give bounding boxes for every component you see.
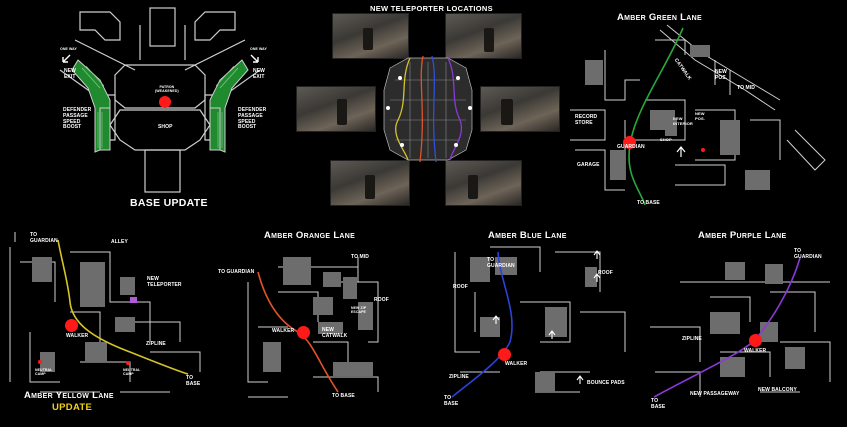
to-mid-label: TO MID	[737, 85, 756, 91]
patron-marker	[159, 96, 171, 108]
to-guardian-label: TO GUARDIAN	[487, 257, 515, 269]
new-pos-label: NEW POS.	[715, 69, 728, 81]
base-update-title: BASE UPDATE	[130, 197, 208, 209]
walker-marker	[297, 326, 310, 339]
new-zip-escape-label: NEW ZIP ESCAPE	[351, 306, 367, 315]
to-guardian-label: TO GUARDIAN	[30, 232, 58, 244]
purple-lane-title: Amber Purple Lane	[698, 230, 787, 241]
zipline-label: ZIPLINE	[682, 336, 702, 342]
walker-label: WALKER	[505, 361, 528, 367]
roof-label-right: ROOF	[598, 270, 613, 276]
neutral-camp-label-left: NEUTRAL CAMP	[35, 368, 53, 377]
orange-lane-panel: Amber Orange Lane TO MID TO GUARDIAN ROO…	[218, 222, 440, 427]
teleporter-screenshot	[332, 13, 409, 59]
teleporter-screenshot	[445, 160, 522, 206]
guardian-label: GUARDIAN	[617, 144, 645, 150]
yellow-lane-panel: TO GUARDIAN ALLEY NEW TELEPORTER WALKER …	[0, 222, 215, 427]
walker-marker	[498, 348, 511, 361]
green-lane-panel: Amber Green Lane	[565, 0, 847, 215]
record-store-label: RECORD STORE	[575, 114, 598, 126]
orange-lane-map	[247, 257, 379, 398]
yellow-lane-update: UPDATE	[52, 402, 93, 413]
base-update-panel: ONE WAY ONE WAY NEW EXIT NEW EXIT DEFEND…	[0, 0, 285, 215]
teleporter-title: NEW TELEPORTER LOCATIONS	[370, 4, 493, 13]
teleporter-panel: NEW TELEPORTER LOCATIONS	[290, 0, 562, 215]
zipline-label: ZIPLINE	[146, 341, 166, 347]
purple-lane-map	[650, 257, 831, 398]
teleporter-screenshot	[480, 86, 560, 132]
blue-lane-panel: Amber Blue Lane TO GU	[440, 222, 635, 427]
shop-label: SHOP	[158, 124, 173, 130]
walker-label: WALKER	[272, 328, 295, 334]
new-exit-label-left: NEW EXIT	[64, 68, 76, 80]
new-teleporter-label: NEW TELEPORTER	[147, 276, 182, 288]
yellow-lane-title: Amber Yellow Lane	[24, 390, 114, 401]
garage-label: GARAGE	[577, 162, 600, 168]
teleporter-screenshot	[296, 86, 376, 132]
yellow-lane-map	[9, 232, 201, 393]
to-base-label: TO BASE	[651, 398, 666, 410]
new-passageway-label: NEW PASSAGEWAY	[690, 391, 740, 397]
blue-lane-map	[451, 246, 626, 398]
to-base-label: TO BASE	[637, 200, 660, 206]
to-base-label: TO BASE	[186, 375, 201, 387]
green-lane-title: Amber Green Lane	[617, 12, 702, 23]
new-pos-label-2: NEW POS.	[695, 111, 705, 121]
to-base-label: TO BASE	[444, 395, 459, 407]
orange-lane-title: Amber Orange Lane	[264, 230, 356, 241]
new-interior-label: NEW INTERIOR	[673, 116, 693, 126]
patron-label: PATRON (WEAKENED)	[155, 85, 179, 94]
purple-lane-panel: Amber Purple Lane TO GUARDIAN ZIPLINE WA…	[640, 222, 847, 427]
roof-label: ROOF	[374, 297, 389, 303]
alley-label: ALLEY	[111, 239, 128, 245]
neutral-camp-label-right: NEUTRAL CAMP	[123, 368, 141, 377]
green-lane-map	[570, 24, 826, 206]
new-exit-label-right: NEW EXIT	[253, 68, 265, 80]
walker-label: WALKER	[66, 333, 89, 339]
bounce-pads-label: BOUNCE PADS	[587, 380, 625, 386]
roof-label-left: ROOF	[453, 284, 468, 290]
one-way-label-right: ONE WAY	[250, 47, 267, 51]
zipline-label: ZIPLINE	[449, 374, 469, 380]
walker-label: WALKER	[744, 348, 767, 354]
guardian-marker	[623, 136, 636, 149]
one-way-label-left: ONE WAY	[60, 47, 77, 51]
teleporter-map	[383, 55, 473, 163]
defender-label-right: DEFENDER PASSAGE SPEED BOOST	[238, 107, 267, 131]
teleporter-screenshot	[445, 13, 522, 59]
to-mid-label: TO MID	[351, 254, 370, 260]
new-balcony-label: NEW BALCONY	[758, 387, 797, 393]
to-base-label: TO BASE	[332, 393, 355, 399]
walker-marker	[749, 334, 762, 347]
to-guardian-label: TO GUARDIAN	[218, 269, 255, 275]
walker-marker	[65, 319, 78, 332]
teleporter-screenshot	[330, 160, 410, 206]
new-catwalk-label: NEW CATWALK	[322, 327, 348, 339]
shop-label: SHOP	[660, 137, 672, 142]
defender-label-left: DEFENDER PASSAGE SPEED BOOST	[63, 107, 92, 131]
blue-lane-title: Amber Blue Lane	[488, 230, 567, 241]
base-map	[59, 7, 261, 193]
to-guardian-label: TO GUARDIAN	[794, 248, 822, 260]
